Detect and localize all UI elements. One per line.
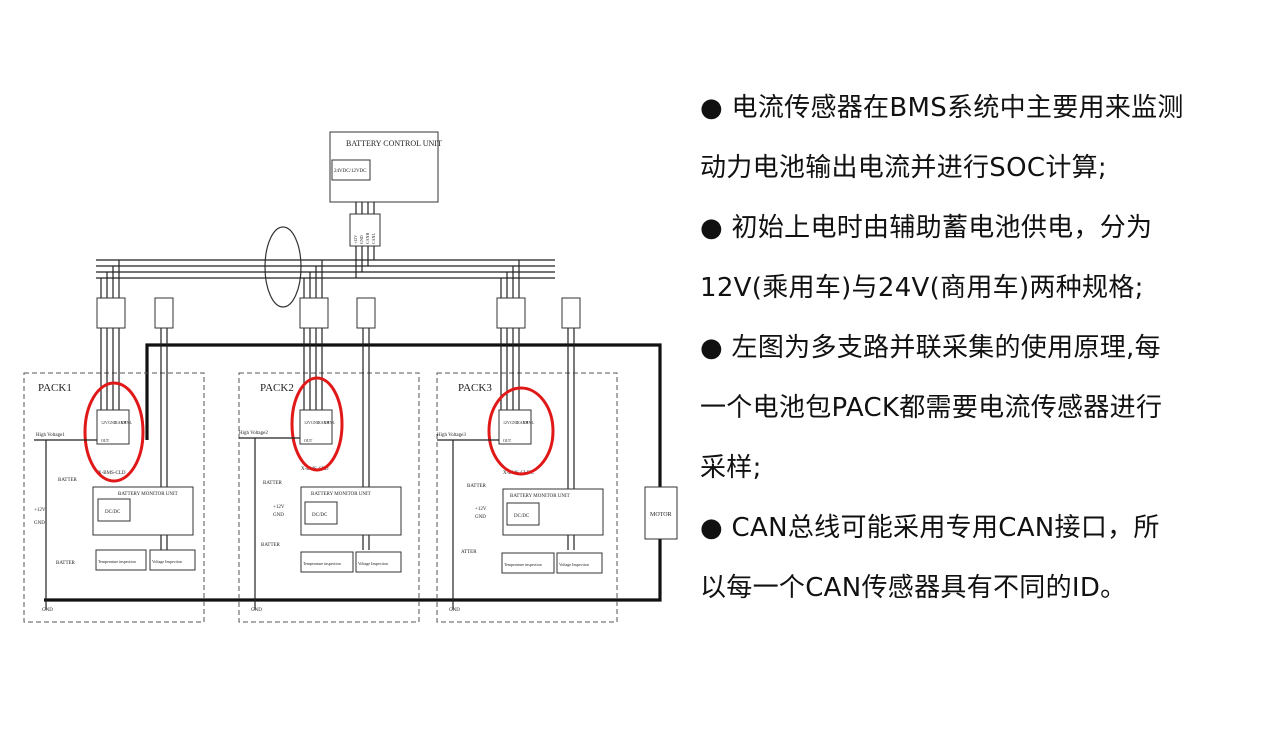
pack-group: PACK1 12V GND CANH CANL OUT X-BMS-CLD Hi… <box>23 260 205 623</box>
sensor-pin-label: OUT <box>304 438 313 443</box>
svg-text:CANL: CANL <box>371 233 376 244</box>
battery-monitor-unit-label: BATTERY MONITOR UNIT <box>311 492 371 497</box>
explanation-line: ● 初始上电时由辅助蓄电池供电，分为 <box>700 213 1153 243</box>
temperature-inspection-box <box>95 549 147 571</box>
svg-text:CANH: CANH <box>365 233 370 244</box>
sensor-pin-label: OUT <box>101 438 110 443</box>
explanation-line: 采样; <box>700 453 762 483</box>
explanation-text-panel: ● 电流传感器在BMS系统中主要用来监测 动力电池输出电流并进行SOC计算; ●… <box>700 78 1260 618</box>
voltage-inspection-label: Voltage Inspection <box>559 562 589 567</box>
voltage-inspection-box <box>355 551 402 573</box>
high-voltage-label: High Voltage3 <box>437 433 466 438</box>
side-label: GND <box>273 513 284 518</box>
dcdc-label: DC/DC <box>312 513 328 518</box>
voltage-inspection-label: Voltage Inspection <box>152 559 182 564</box>
explanation-line: ● 电流传感器在BMS系统中主要用来监测 <box>700 93 1184 123</box>
battery-monitor-unit-label: BATTERY MONITOR UNIT <box>118 492 178 497</box>
pack-frame <box>238 372 420 623</box>
sensor-pin-label: CANH <box>517 420 528 425</box>
dcdc-label: DC/DC <box>514 514 530 519</box>
pack-frame <box>436 372 618 623</box>
sensor-pin-label: 12V <box>101 420 108 425</box>
temperature-inspection-label: Temperature inspection <box>504 562 542 567</box>
pack-label: PACK1 <box>38 382 72 394</box>
sensor-pin-label: GND <box>108 420 117 425</box>
battery-control-unit-title: BATTERY CONTROL UNIT <box>346 139 442 148</box>
side-label: +12V <box>273 505 285 510</box>
sensor-highlight-ring <box>487 386 555 476</box>
high-voltage-line <box>44 343 662 602</box>
current-sensor-box <box>299 409 333 445</box>
sensor-pin-label: 12V <box>304 420 311 425</box>
sensor-pin-label: GND <box>510 420 519 425</box>
explanation-line: ● 左图为多支路并联采集的使用原理,每 <box>700 333 1161 363</box>
explanation-line: ● CAN总线可能采用专用CAN接口，所 <box>700 513 1160 543</box>
sensor-pin-label: OUT <box>503 438 512 443</box>
side-label: GND <box>251 608 262 613</box>
explanation-line: 12V(乘用车)与24V(商用车)两种规格; <box>700 273 1144 303</box>
bus-ellipse <box>264 226 302 308</box>
side-label: BATTER <box>58 478 78 483</box>
side-label: BATTER <box>263 481 283 486</box>
sensor-pin-label: GND <box>311 420 320 425</box>
side-label: ATTER <box>461 550 477 555</box>
pack-label: PACK3 <box>458 382 492 394</box>
bms-wiring-diagram: BATTERY CONTROL UNIT 24VDC/12VDC MOTOR P… <box>23 131 678 623</box>
temperature-inspection-label: Temperature inspection <box>98 559 136 564</box>
side-label: +12V <box>475 507 487 512</box>
motor-label: MOTOR <box>650 512 672 518</box>
high-voltage-label: High Voltage2 <box>239 431 268 436</box>
side-label: GND <box>475 515 486 520</box>
explanation-line: 动力电池输出电流并进行SOC计算; <box>700 153 1107 183</box>
explanation-line: 一个电池包PACK都需要电流传感器进行 <box>700 393 1163 423</box>
side-label: GND <box>34 521 45 526</box>
side-label: BATTER <box>261 543 281 548</box>
motor-box <box>644 486 678 540</box>
pack-group: PACK3 12V GND CANH CANL OUT X-BMS-CLDC H… <box>436 260 618 623</box>
sensor-pin-label: CANL <box>324 420 335 425</box>
dcdc-label: DC/DC <box>105 510 121 515</box>
voltage-inspection-label: Voltage Inspection <box>358 561 388 566</box>
control-unit-harness <box>349 202 381 278</box>
side-label: BATTER <box>467 484 487 489</box>
current-sensor-box <box>498 409 532 445</box>
dcdc-box <box>506 502 540 526</box>
sensor-pin-label: CANH <box>115 420 126 425</box>
side-label: BATTER <box>56 561 76 566</box>
control-unit-inner-label: 24VDC/12VDC <box>334 169 367 174</box>
side-label: GND <box>42 608 53 613</box>
battery-monitor-unit-label: BATTERY MONITOR UNIT <box>510 494 570 499</box>
pack-group: PACK2 12V GND CANH CANL OUT X-BMS-CLD Hi… <box>238 260 420 623</box>
high-voltage-label: High Voltage1 <box>36 433 65 438</box>
dcdc-box <box>304 501 338 525</box>
side-label: +12V <box>34 508 46 513</box>
voltage-inspection-box <box>149 549 196 571</box>
svg-text:+12V: +12V <box>353 235 358 244</box>
sensor-model-label: X-BMS-CLD <box>98 471 126 476</box>
side-label: GND <box>449 608 460 613</box>
sensor-pin-label: CANL <box>121 420 132 425</box>
temperature-inspection-box <box>501 552 555 574</box>
svg-text:GND: GND <box>359 235 364 244</box>
temperature-inspection-box <box>300 551 354 573</box>
can-power-bus <box>96 259 555 279</box>
explanation-line: 以每一个CAN传感器具有不同的ID。 <box>700 573 1127 603</box>
current-sensor-box <box>96 409 130 445</box>
voltage-inspection-box <box>556 552 603 574</box>
harness-labels: +12V GND CANH CANL <box>353 233 376 244</box>
control-unit-inner-box <box>331 159 371 181</box>
temperature-inspection-label: Temperature inspection <box>303 561 341 566</box>
sensor-pin-label: CANL <box>523 420 534 425</box>
dcdc-box <box>97 498 131 522</box>
sensor-pin-label: CANH <box>318 420 329 425</box>
pack-label: PACK2 <box>260 382 294 394</box>
sensor-highlight-ring <box>83 381 145 483</box>
sensor-highlight-ring <box>290 376 344 472</box>
pack-frame <box>23 372 205 623</box>
sensor-pin-label: 12V <box>503 420 510 425</box>
